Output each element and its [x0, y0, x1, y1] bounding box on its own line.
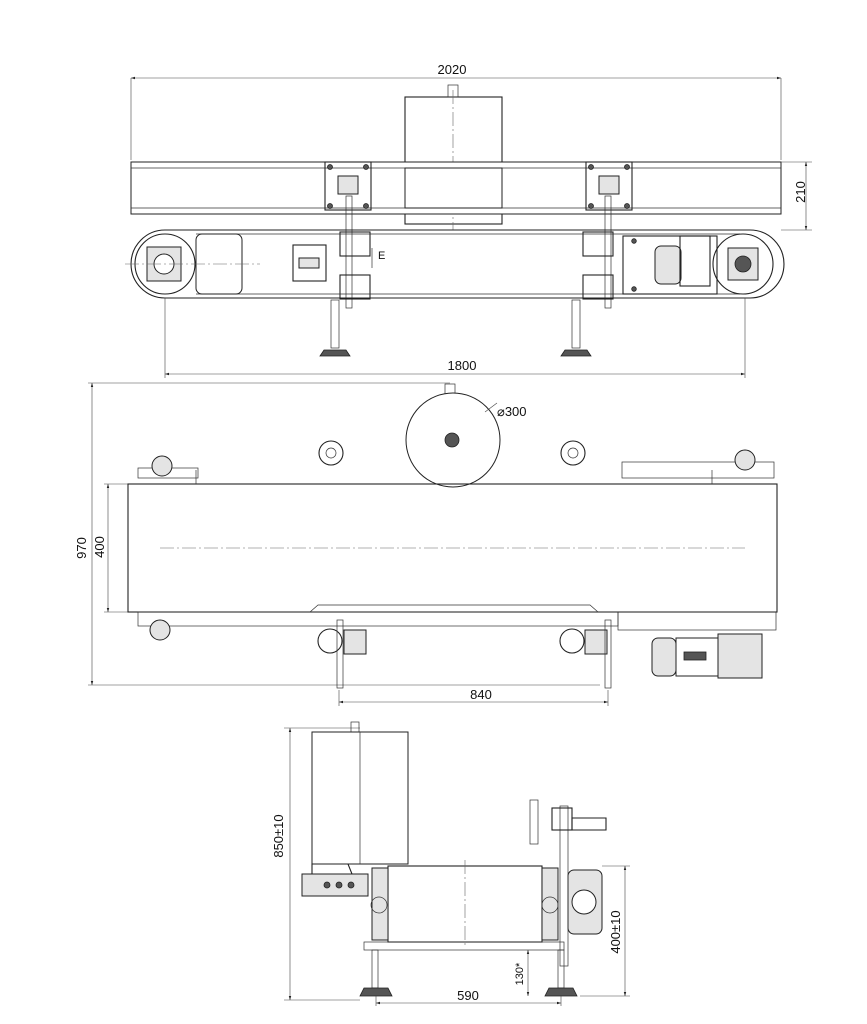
inspection-latch [298, 257, 320, 269]
dim-foot-spacing: 590 [457, 988, 479, 1003]
section-mark-label: E [378, 250, 385, 262]
hanger-rod-left [345, 195, 353, 309]
motor-terminal-box [679, 235, 711, 287]
bolt [624, 164, 630, 170]
conveyor-belt-outline [130, 229, 785, 299]
leg-left [330, 299, 340, 349]
magnet-top-fitting [350, 721, 360, 733]
leveling-foot [544, 987, 578, 997]
clamp-block [337, 175, 359, 195]
bolt [363, 164, 369, 170]
top-view: 970 400 ⌀300 [74, 382, 778, 706]
dim-belt-width: 400 [92, 536, 107, 558]
bearing-left [370, 896, 388, 914]
support-clamp [584, 629, 608, 655]
diameter-leader [484, 402, 498, 413]
bolt [631, 286, 637, 292]
bolt [363, 203, 369, 209]
bolt [335, 881, 343, 889]
adjust-arm [571, 817, 607, 831]
dim-support-spacing: 840 [470, 687, 492, 702]
motor-body-top [651, 637, 677, 677]
hanger-plate [529, 799, 539, 845]
gearbox-shaft [734, 255, 752, 273]
chute-plate [309, 604, 599, 613]
dim-overall-length: 2020 [438, 62, 467, 77]
leveling-foot [359, 987, 393, 997]
bolt [631, 238, 637, 244]
suspension-plate-left [324, 161, 372, 211]
hanger-rod-right [604, 195, 612, 309]
frame-side-right [541, 867, 559, 941]
inspection-plate [292, 244, 327, 282]
hanger-bracket [551, 807, 573, 831]
bolt [588, 203, 594, 209]
base-beam [363, 941, 565, 951]
bearing-right [541, 896, 559, 914]
gearbox-shaft-end [571, 889, 597, 915]
leveling-foot [560, 349, 592, 357]
motor-mount-rail [617, 611, 777, 631]
hanger-bracket [582, 274, 614, 300]
dim-overall-width: 970 [74, 537, 89, 559]
drum-hub [444, 432, 460, 448]
guide-roller [559, 628, 585, 654]
dim-pulley-centers: 1800 [448, 358, 477, 373]
leveling-foot [319, 349, 351, 357]
housing-lip [311, 863, 353, 875]
dim-drum-diameter: ⌀300 [497, 404, 527, 419]
hanger-bracket [582, 231, 614, 257]
guide-roller-hub [325, 447, 337, 459]
magnet-housing-front [404, 167, 503, 209]
dim-frame-height: 210 [793, 181, 808, 203]
dim-height-adjust: 850±10 [271, 814, 286, 857]
bolt [327, 203, 333, 209]
side-rail-right [621, 461, 775, 479]
leg-left-end [371, 949, 379, 989]
bearing-block [301, 873, 369, 897]
dim-belt-height: 400±10 [608, 910, 623, 953]
leg-right [571, 299, 581, 349]
guide-roller [318, 440, 344, 466]
guide-roller [317, 628, 343, 654]
side-view: 2020 210 [125, 62, 812, 378]
support-post-left [336, 619, 344, 689]
side-rail-bottom [137, 611, 619, 627]
bolt [323, 881, 331, 889]
head-pulley [712, 233, 774, 295]
motor-base-plate [622, 235, 718, 295]
bearing-bottom-left [149, 619, 171, 641]
bearing-top-right [734, 449, 756, 471]
bolt [624, 203, 630, 209]
frame-side-left [371, 867, 389, 941]
support-post-right [604, 619, 612, 689]
motor-body [654, 245, 682, 285]
bolt [327, 164, 333, 170]
motor-nameplate [683, 651, 707, 661]
bolt [588, 164, 594, 170]
leg-right-end [557, 949, 565, 989]
end-view: 850±10 400±10 [271, 721, 630, 1006]
bearing-top-left [151, 455, 173, 477]
drum-fitting [444, 383, 456, 395]
hanger-bracket [339, 231, 371, 257]
guide-roller-hub [567, 447, 579, 459]
bolt [347, 881, 355, 889]
support-clamp [343, 629, 367, 655]
hanger-bracket [339, 274, 371, 300]
guide-roller [560, 440, 586, 466]
suspension-plate-right [585, 161, 633, 211]
clamp-block [598, 175, 620, 195]
gearbox-top [717, 633, 763, 679]
dim-foot-length: 130* [514, 962, 526, 985]
